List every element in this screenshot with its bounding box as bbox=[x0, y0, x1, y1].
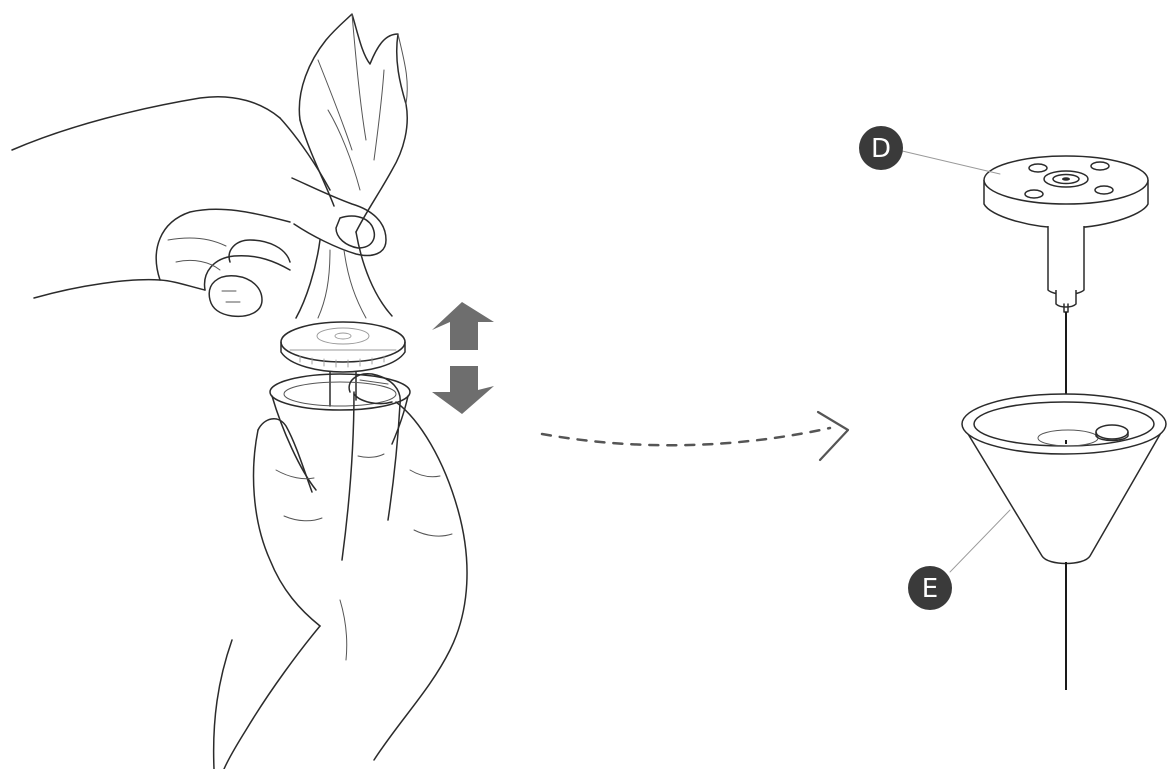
dashed-arrow-icon bbox=[542, 412, 848, 460]
callout-e-label: E bbox=[922, 574, 938, 604]
nozzle bbox=[281, 322, 405, 406]
callout-d: D bbox=[859, 126, 903, 170]
up-down-arrow-icon bbox=[432, 302, 494, 414]
cleaning-scene bbox=[12, 14, 494, 769]
part-e-assembly bbox=[950, 394, 1166, 690]
callout-d-label: D bbox=[871, 134, 891, 164]
upper-hand bbox=[12, 97, 386, 317]
lower-hand bbox=[214, 374, 467, 769]
callout-e: E bbox=[908, 566, 952, 610]
cleaning-cloth bbox=[296, 14, 407, 318]
